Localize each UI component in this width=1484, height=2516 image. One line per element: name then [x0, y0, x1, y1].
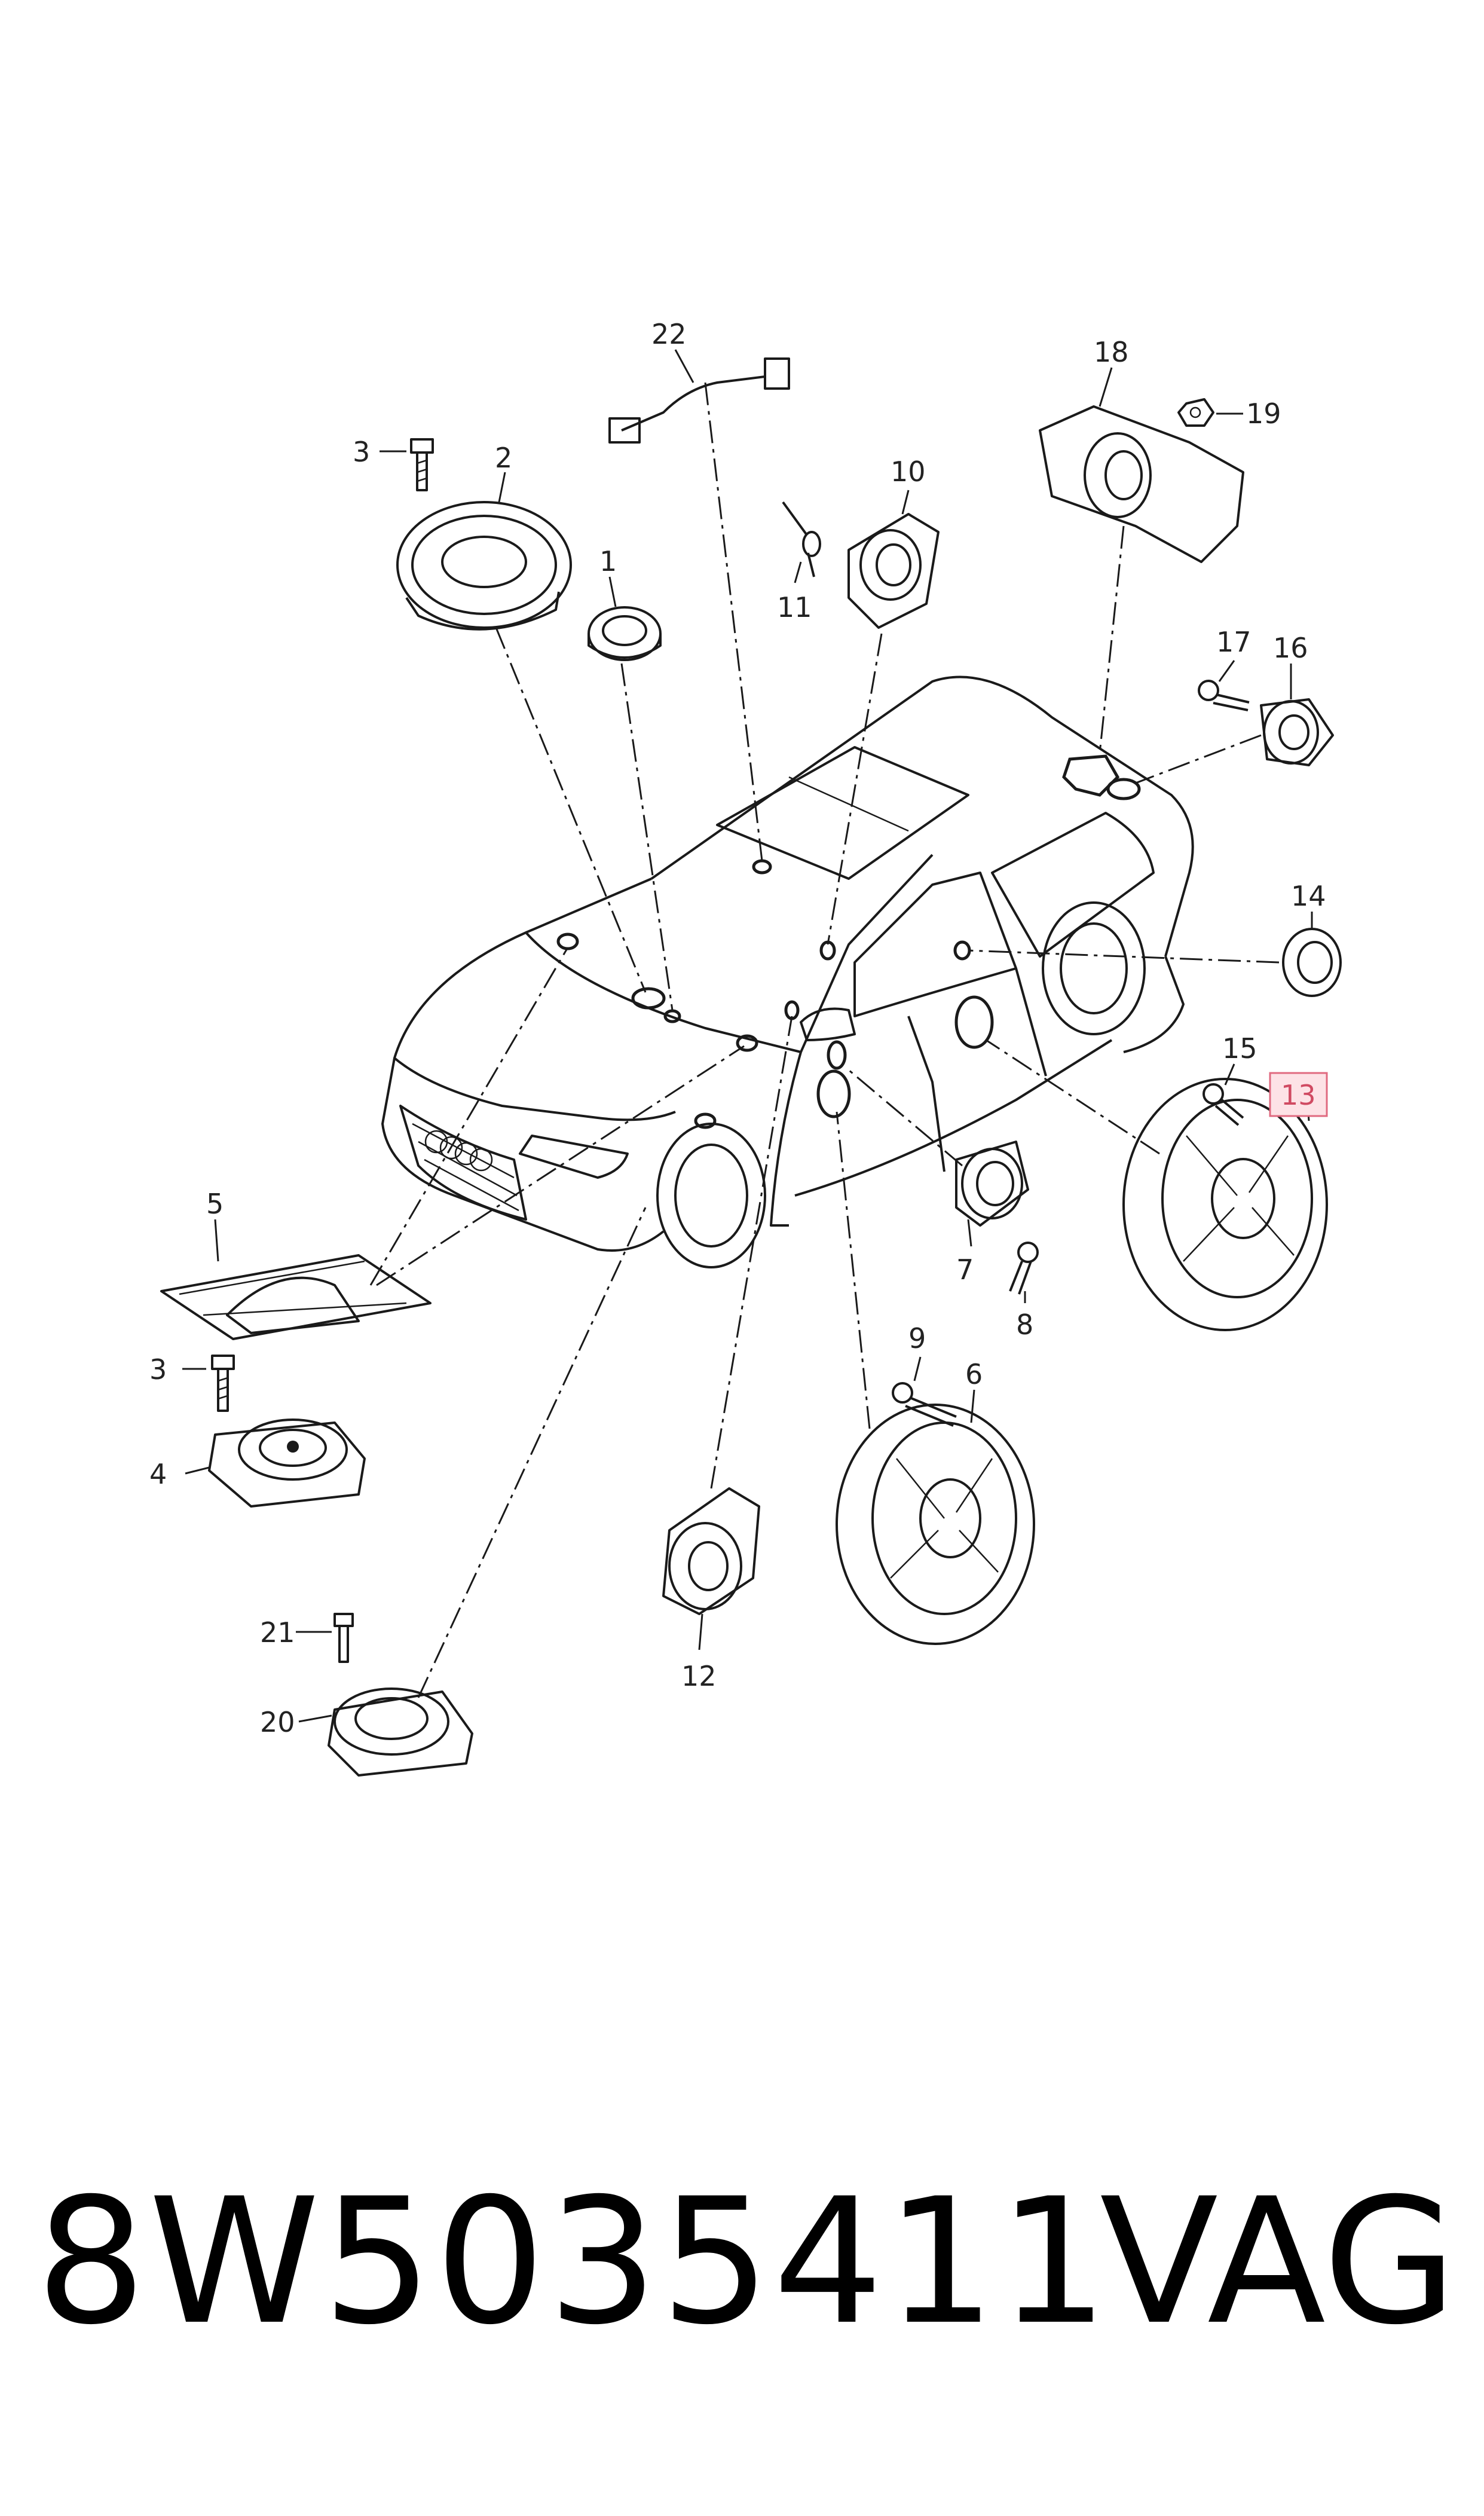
callout-22: 22 [651, 318, 687, 350]
part-10-tweeter-bracket [847, 513, 940, 629]
callout-13-highlight [1269, 1072, 1328, 1117]
callout-17: 17 [1216, 626, 1252, 658]
callout-3-bottom: 3 [149, 1353, 167, 1386]
callout-21: 21 [260, 1616, 295, 1649]
part-22-cable [608, 357, 790, 444]
callout-19: 19 [1246, 398, 1281, 430]
callout-2: 2 [495, 442, 512, 474]
callout-20: 20 [260, 1706, 295, 1738]
part-15-screw [1203, 1083, 1244, 1126]
part-3-screw-bottom [211, 1355, 235, 1412]
part-17-screw [1198, 680, 1250, 711]
callout-9: 9 [908, 1322, 926, 1355]
callout-10: 10 [891, 455, 926, 488]
part-7-tweeter-housing [955, 1141, 1029, 1227]
part-6-door-speaker [836, 1404, 1035, 1645]
brand-label: VAG [1100, 2162, 1457, 2363]
part-number: 8W5035411 [36, 2162, 1111, 2363]
part-16-speaker [1260, 698, 1334, 766]
part-20-speaker [328, 1687, 473, 1777]
part-11-rivet [782, 501, 821, 577]
part-13-rear-door-speaker [1122, 1078, 1328, 1331]
part-19-nut [1177, 398, 1214, 427]
callout-1: 1 [599, 545, 617, 577]
callout-5: 5 [206, 1188, 224, 1220]
callout-18: 18 [1094, 336, 1129, 368]
callout-7: 7 [956, 1254, 974, 1286]
part-21-screw [333, 1613, 354, 1663]
part-3-screw-top [410, 438, 434, 491]
part-9-screw [892, 1382, 957, 1427]
part-5-grille-cover [160, 1254, 432, 1340]
callout-3-top: 3 [353, 436, 370, 468]
part-18-subwoofer-enclosure [1039, 405, 1244, 563]
callout-8: 8 [1016, 1309, 1033, 1341]
callout-labels: 1 2 3 3 4 5 6 7 8 9 10 11 12 13 14 15 16… [149, 318, 1328, 1738]
part-8-screw [1009, 1242, 1039, 1295]
callout-15: 15 [1222, 1032, 1257, 1065]
part-2-speaker [396, 501, 572, 631]
callout-6: 6 [965, 1358, 983, 1390]
parts-exploded-diagram: 1 2 3 3 4 5 6 7 8 9 10 11 12 13 14 15 16… [149, 318, 1342, 1777]
part-1-tweeter [588, 606, 662, 661]
callout-14: 14 [1291, 880, 1326, 912]
car-body-illustration [381, 675, 1194, 1268]
callout-12: 12 [681, 1660, 717, 1692]
part-14-small-speaker [1282, 928, 1342, 997]
assembly-lines [369, 382, 1280, 1698]
part-12-rear-speaker [662, 1487, 760, 1615]
part-4-center-speaker [208, 1419, 366, 1508]
caption-bar: 8W5035411 VAG [24, 2176, 1458, 2391]
callout-11: 11 [777, 591, 812, 623]
callout-13: 13 [1281, 1079, 1316, 1111]
callout-16: 16 [1273, 632, 1308, 664]
callout-4: 4 [149, 1458, 167, 1490]
